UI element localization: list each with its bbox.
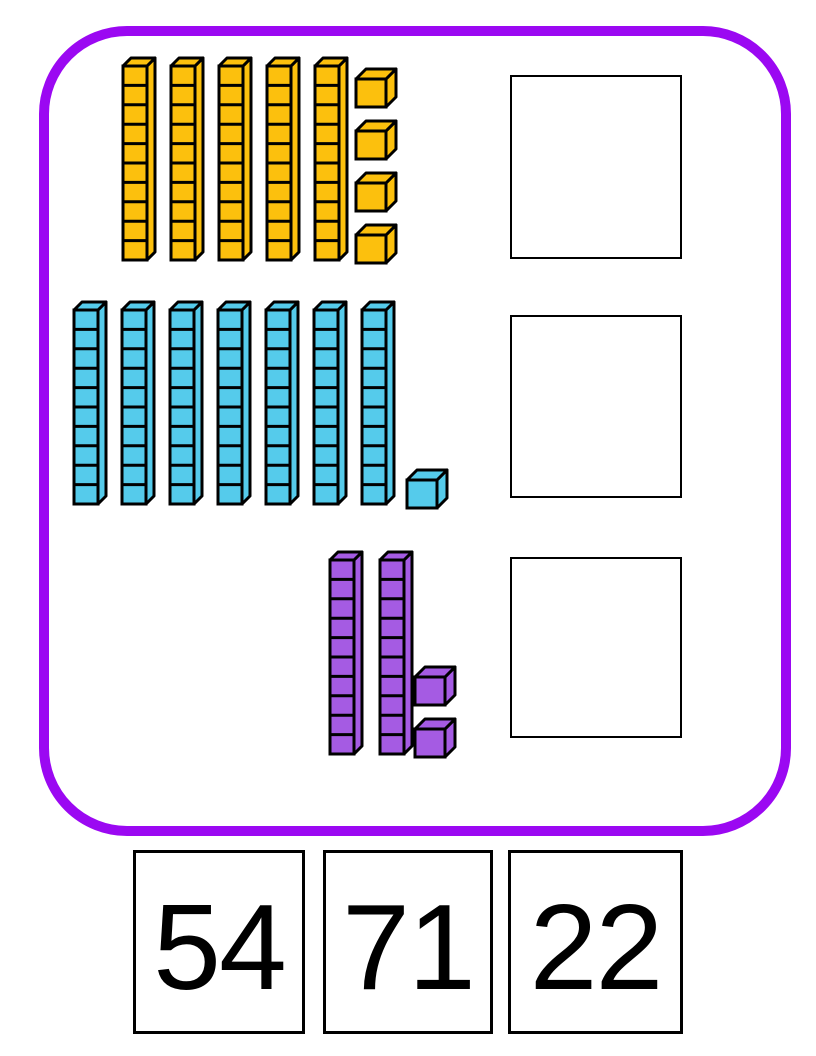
tens-rods-group	[327, 549, 415, 757]
tens-rods-group	[71, 299, 397, 507]
tens-rod-icon	[327, 549, 365, 757]
ones-cubes-group	[404, 467, 450, 511]
number-card-label: 22	[529, 879, 664, 1015]
tens-rods-group	[120, 55, 350, 263]
ones-cubes-group	[412, 664, 458, 760]
tens-rod-icon	[167, 299, 205, 507]
ones-cube-icon	[412, 716, 458, 760]
ones-cube-icon	[353, 66, 399, 110]
number-card-1[interactable]: 54	[133, 850, 305, 1034]
number-card-2[interactable]: 71	[323, 850, 493, 1034]
number-card-label: 54	[153, 879, 287, 1015]
number-card-label: 71	[342, 879, 476, 1015]
tens-rod-icon	[264, 55, 302, 263]
tens-rod-icon	[377, 549, 415, 757]
ones-cube-icon	[353, 118, 399, 162]
tens-rod-icon	[168, 55, 206, 263]
ones-cubes-group	[353, 66, 399, 266]
ones-cube-icon	[353, 222, 399, 266]
tens-rod-icon	[311, 299, 349, 507]
tens-rod-icon	[120, 55, 158, 263]
ones-cube-icon	[412, 664, 458, 708]
answer-box-1[interactable]	[510, 75, 682, 259]
number-card-3[interactable]: 22	[508, 850, 683, 1034]
tens-rod-icon	[216, 55, 254, 263]
tens-rod-icon	[312, 55, 350, 263]
tens-rod-icon	[359, 299, 397, 507]
tens-rod-icon	[215, 299, 253, 507]
answer-box-3[interactable]	[510, 557, 682, 738]
ones-cube-icon	[404, 467, 450, 511]
answer-box-2[interactable]	[510, 315, 682, 498]
tens-rod-icon	[119, 299, 157, 507]
tens-rod-icon	[71, 299, 109, 507]
tens-rod-icon	[263, 299, 301, 507]
ones-cube-icon	[353, 170, 399, 214]
